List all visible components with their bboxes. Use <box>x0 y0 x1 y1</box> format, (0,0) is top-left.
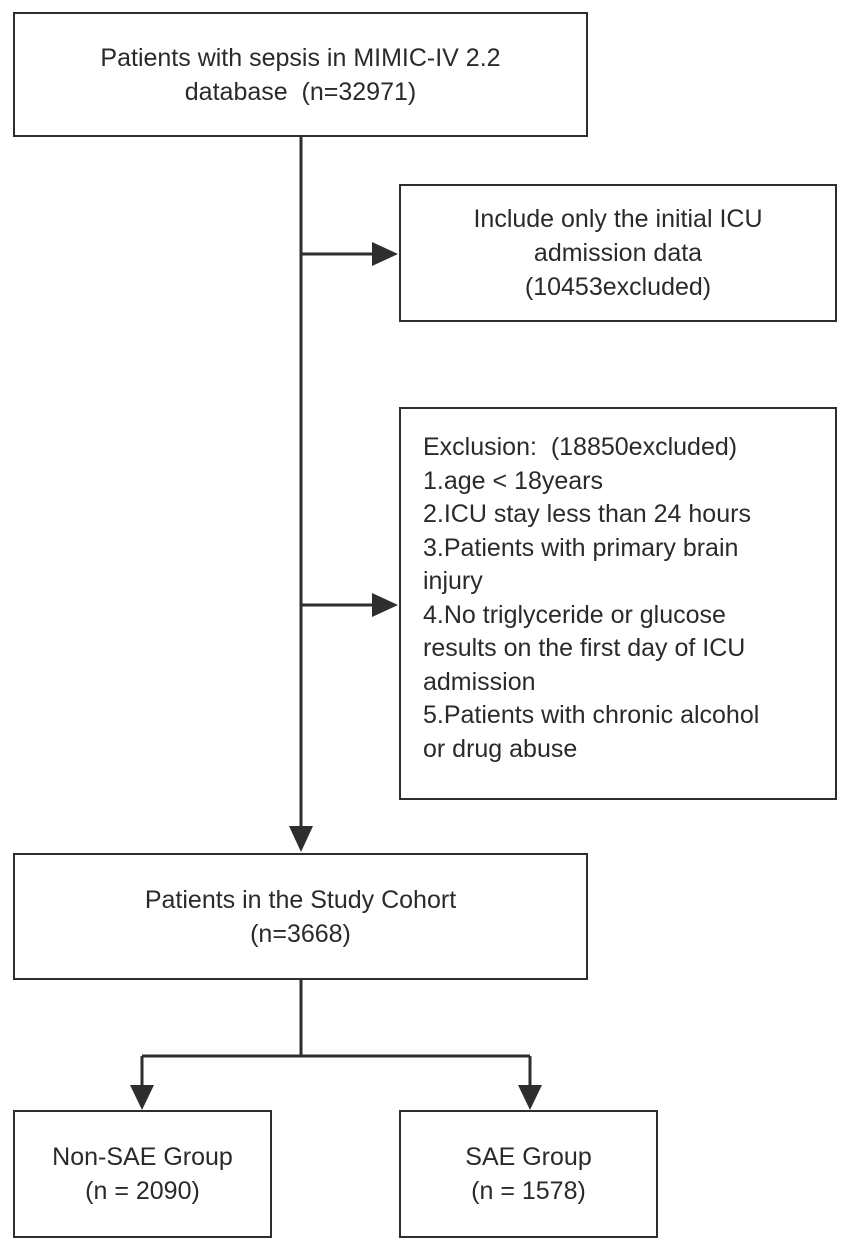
non-sae-group-box: Non-SAE Group (n = 2090) <box>13 1110 272 1238</box>
box-line: database (n=32971) <box>184 77 417 106</box>
exclusion-item: or drug abuse <box>423 734 578 763</box>
arrowhead-to-sae <box>518 1085 542 1110</box>
box-line: (n = 2090) <box>85 1177 200 1205</box>
box-line: (10453excluded) <box>524 273 712 301</box>
sae-group-box: SAE Group (n = 1578) <box>399 1110 658 1238</box>
arrowhead-to-initial-icu <box>372 242 398 266</box>
exclusion-item: injury <box>423 567 483 595</box>
box-line: SAE Group <box>465 1143 592 1171</box>
exclusion-item: 1.age < 18years <box>423 466 603 495</box>
exclusion-item: 2.ICU stay less than 24 hours <box>423 500 751 528</box>
box-line: (n=3668) <box>250 919 351 948</box>
sepsis-patients-box: Patients with sepsis in MIMIC-IV 2.2 dat… <box>13 12 588 137</box>
arrowhead-to-exclusion <box>372 593 398 617</box>
exclusion-item: 4.No triglyceride or glucose <box>423 600 726 629</box>
exclusion-item: results on the first day of ICU <box>423 634 746 662</box>
arrowhead-to-cohort <box>289 826 313 852</box>
box-line: Patients in the Study Cohort <box>144 885 457 914</box>
exclusion-item: admission <box>423 667 536 696</box>
box-line: (n = 1578) <box>471 1177 586 1205</box>
exclusion-header: Exclusion: (18850excluded) <box>423 433 738 461</box>
box-line: Non-SAE Group <box>52 1143 233 1171</box>
exclusion-item: 5.Patients with chronic alcohol <box>423 701 760 729</box>
study-cohort-box: Patients in the Study Cohort (n=3668) <box>13 853 588 980</box>
initial-icu-box: Include only the initial ICU admission d… <box>399 184 837 322</box>
exclusion-criteria-box: Exclusion: (18850excluded) 1.age < 18yea… <box>399 407 837 800</box>
box-line: Patients with sepsis in MIMIC-IV 2.2 <box>100 43 501 72</box>
exclusion-item: 3.Patients with primary brain <box>423 533 739 562</box>
box-line: Include only the initial ICU <box>473 205 763 233</box>
arrowhead-to-non-sae <box>130 1085 154 1110</box>
box-line: admission data <box>533 239 703 267</box>
